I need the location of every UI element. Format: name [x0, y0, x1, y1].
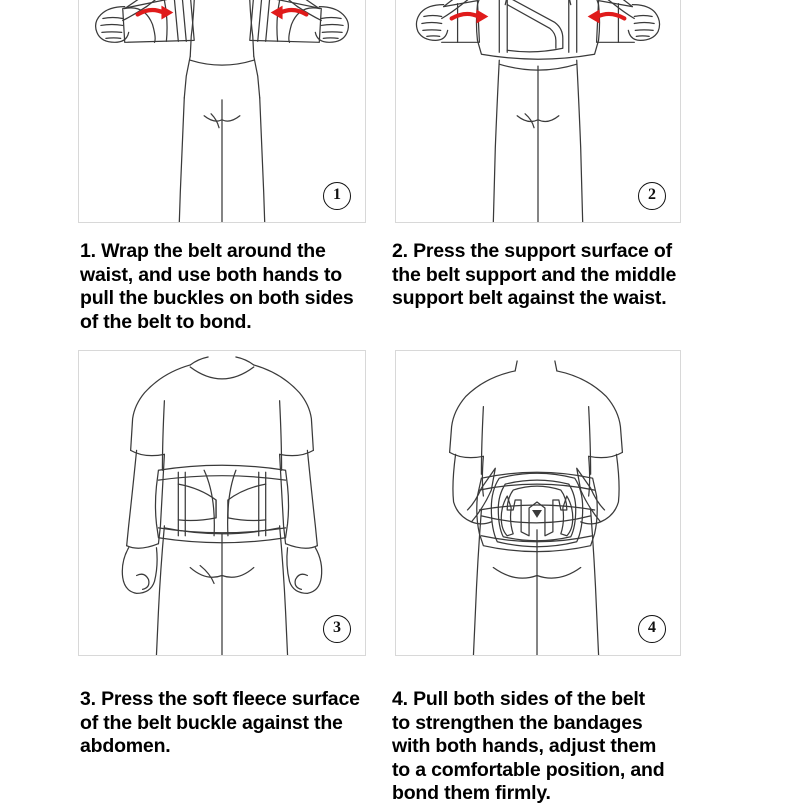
- step-2-illustration: [415, 0, 661, 222]
- direction-arrow-right: [587, 9, 627, 24]
- step-2-panel: 2: [395, 0, 681, 223]
- step-1-illustration: [94, 0, 350, 222]
- step-2-caption: 2. Press the support surface of the belt…: [392, 240, 677, 309]
- step-4-panel: 4: [395, 350, 681, 656]
- step-badge-1: 1: [323, 182, 351, 210]
- step-3-panel: 3: [78, 350, 366, 656]
- step-3-illustration: [121, 356, 323, 655]
- step-1-caption: 1. Wrap the belt around the waist, and u…: [80, 240, 354, 333]
- direction-arrow-left: [449, 9, 489, 24]
- direction-arrow-left: [135, 5, 174, 20]
- step-badge-4: 4: [638, 615, 666, 643]
- step-4-caption: 4. Pull both sides of the belt to streng…: [392, 688, 665, 804]
- step-3-caption: 3. Press the soft fleece surface of the …: [80, 688, 360, 757]
- step-badge-2: 2: [638, 182, 666, 210]
- direction-arrow-right: [270, 5, 309, 20]
- step-badge-3: 3: [323, 615, 351, 643]
- step-1-panel: 1: [78, 0, 366, 223]
- step-4-illustration: [449, 360, 624, 655]
